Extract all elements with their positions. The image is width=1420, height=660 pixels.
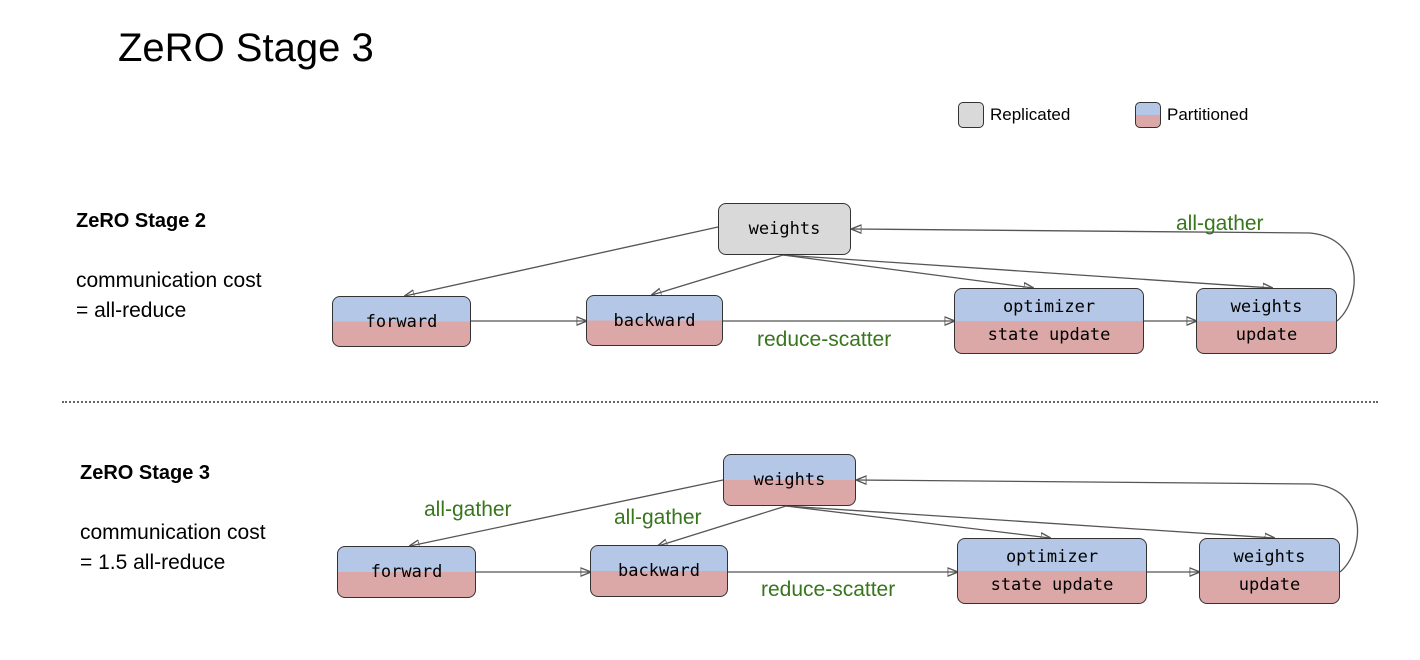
stage3-all-gather-forward-label: all-gather [424, 498, 512, 521]
stage2-optimizer-node: optimizer state update [954, 288, 1144, 354]
s2-arrow-weights-update [782, 254, 1272, 288]
stage2-update-label-1: weights [1230, 297, 1303, 317]
s2-arrow-weights-backward [652, 254, 784, 295]
stage3-cost-line1: communication cost [80, 521, 266, 544]
stage2-optimizer-label-2: state update [987, 325, 1111, 345]
stage2-backward-label: backward [613, 310, 696, 331]
stage3-update-label-2: update [1238, 575, 1301, 595]
stage3-reduce-scatter-label: reduce-scatter [761, 578, 896, 601]
replicated-swatch [958, 102, 984, 128]
s2-arrow-weights-forward [405, 226, 719, 296]
stage2-heading: ZeRO Stage 2 [76, 210, 207, 232]
stage2-all-gather-label: all-gather [1176, 212, 1264, 235]
stage3-heading: ZeRO Stage 3 [80, 462, 211, 484]
stage3-optimizer-label-2: state update [990, 575, 1114, 595]
legend-replicated: Replicated [958, 102, 1070, 128]
stage3-all-gather-backward-label: all-gather [614, 506, 702, 529]
stage2-weights-label: weights [748, 219, 821, 239]
s3-arrow-weights-forward [410, 479, 724, 546]
stage2-weights-update-node: weights update [1196, 288, 1337, 354]
stage3-optimizer-label-1: optimizer [1005, 547, 1099, 567]
stage2-forward-label: forward [365, 311, 438, 332]
stage3-forward-node: forward [337, 546, 476, 598]
page-title: ZeRO Stage 3 [118, 26, 374, 70]
stage2-weights-node: weights [718, 203, 851, 255]
stage2-reduce-scatter-label: reduce-scatter [757, 328, 892, 351]
legend-partitioned: Partitioned [1135, 102, 1248, 128]
stage2-optimizer-label-1: optimizer [1002, 297, 1096, 317]
stage2-update-label-2: update [1235, 325, 1298, 345]
stage2-cost: communication cost = all-reduce [76, 266, 262, 326]
s3-arrow-update-weights-loop [857, 480, 1359, 573]
stage2-cost-line1: communication cost [76, 269, 262, 292]
legend-partitioned-label: Partitioned [1167, 105, 1249, 124]
stage3-weights-node: weights [723, 454, 856, 506]
stage3-cost-line2: = 1.5 all-reduce [80, 551, 226, 574]
stage2-backward-node: backward [586, 295, 723, 346]
stage2-cost-line2: = all-reduce [76, 299, 187, 322]
s3-arrow-weights-backward [658, 505, 787, 546]
s3-arrow-weights-update [785, 505, 1274, 538]
s2-arrow-update-weights-loop [852, 229, 1355, 322]
stage3-backward-node: backward [590, 545, 728, 597]
partitioned-swatch [1135, 102, 1161, 128]
stage3-cost: communication cost = 1.5 all-reduce [80, 518, 266, 578]
stage3-optimizer-node: optimizer state update [957, 538, 1147, 604]
s3-arrow-weights-optimizer [785, 505, 1050, 538]
stage3-backward-label: backward [618, 561, 700, 581]
section-divider [62, 401, 1378, 403]
stage3-forward-label: forward [370, 562, 443, 582]
s2-arrow-weights-optimizer [782, 254, 1033, 288]
stage3-weights-label: weights [753, 470, 826, 490]
stage3-weights-update-node: weights update [1199, 538, 1340, 604]
stage2-forward-node: forward [332, 296, 471, 347]
legend-replicated-label: Replicated [990, 105, 1071, 124]
stage3-update-label-1: weights [1233, 547, 1306, 567]
